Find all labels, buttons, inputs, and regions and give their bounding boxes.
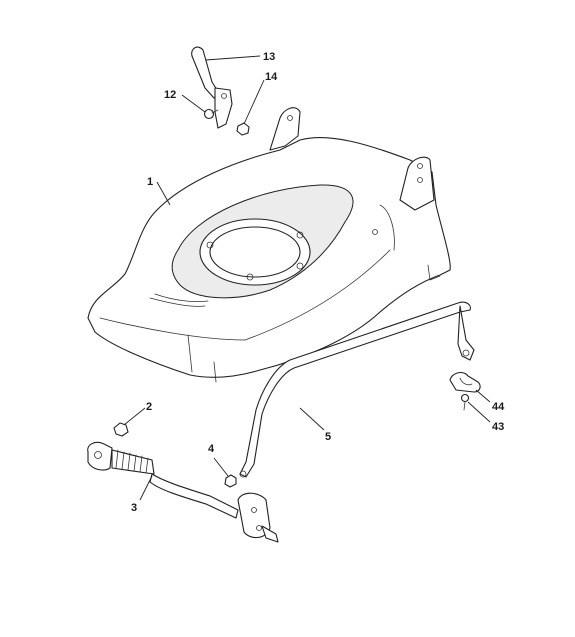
height-lever-part-13 (191, 46, 233, 129)
callout-12: 12 (164, 89, 176, 101)
callout-43: 43 (492, 421, 504, 433)
height-bar-part-5 (239, 301, 475, 478)
nut-part-14 (236, 122, 250, 136)
callout-labels: 1 2 3 4 5 12 13 14 43 44 (131, 51, 505, 514)
leader-lines (123, 55, 491, 501)
callout-4: 4 (208, 443, 215, 455)
nut-part-2 (113, 422, 129, 437)
nut-part-4 (224, 474, 237, 488)
callout-44: 44 (492, 401, 505, 413)
callout-13: 13 (263, 51, 275, 63)
clip-part-44 (449, 371, 481, 393)
axle-spring-part-3 (87, 441, 279, 543)
callout-1: 1 (147, 176, 153, 188)
callout-2: 2 (146, 401, 152, 413)
mower-deck-part-1 (87, 107, 451, 383)
callout-5: 5 (325, 431, 331, 443)
screw-part-43 (460, 393, 470, 411)
screw-part-12 (203, 108, 219, 120)
callout-3: 3 (131, 502, 137, 514)
callout-14: 14 (265, 71, 278, 83)
